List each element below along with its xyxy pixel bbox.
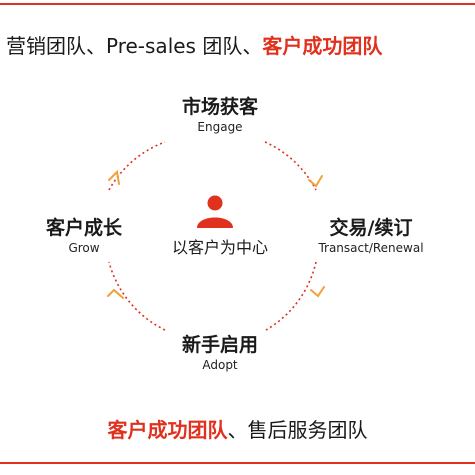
- top-divider: [0, 3, 475, 5]
- center-label: 以客户为中心: [171, 238, 268, 257]
- person-icon: [197, 195, 233, 228]
- stage-grow-title: 客户成长: [45, 217, 122, 239]
- chevron-arrow-icon-bottom-right: [310, 286, 325, 298]
- top-caption: 营销团队、Pre-sales 团队、客户成功团队: [6, 34, 382, 58]
- stage-adopt: 新手启用 Adopt: [140, 334, 300, 373]
- cycle-arc-top-right: [264, 141, 317, 191]
- stage-transact-title: 交易/续订: [329, 217, 413, 239]
- chevron-arrow-icon-top-right: [308, 175, 323, 188]
- cycle-arc-bottom-left: [108, 261, 166, 331]
- chevron-arrow-icon-top-left: [108, 169, 120, 185]
- stage-grow: 客户成长 Grow: [20, 217, 148, 256]
- stage-grow-subtitle: Grow: [68, 241, 100, 255]
- stage-adopt-title: 新手启用: [181, 334, 258, 356]
- bottom-caption: 客户成功团队、售后服务团队: [0, 418, 475, 442]
- stage-engage-subtitle: Engage: [197, 120, 243, 134]
- bottom-divider: [0, 462, 475, 464]
- chevron-arrow-icon-bottom-left: [107, 288, 124, 299]
- stage-engage-title: 市场获客: [181, 96, 258, 118]
- cycle-arc-right-bottom: [265, 261, 317, 331]
- stage-adopt-subtitle: Adopt: [202, 358, 238, 372]
- cycle-arc-left-top: [108, 141, 166, 191]
- top-caption-teams: 营销团队、Pre-sales 团队、: [6, 34, 263, 58]
- stage-engage: 市场获客 Engage: [140, 96, 300, 135]
- top-caption-highlight: 客户成功团队: [262, 34, 383, 58]
- bottom-caption-highlight: 客户成功团队: [107, 418, 228, 442]
- bottom-caption-teams: 、售后服务团队: [227, 418, 368, 442]
- stage-transact: 交易/续订 Transact/Renewal: [296, 217, 446, 256]
- stage-transact-subtitle: Transact/Renewal: [318, 241, 424, 255]
